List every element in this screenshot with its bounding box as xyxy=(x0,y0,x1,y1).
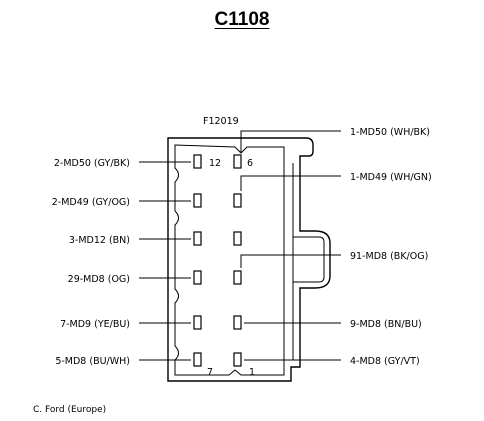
copyright-note: C. Ford (Europe) xyxy=(33,405,106,415)
wire-label-left: 29-MD8 (OG) xyxy=(68,274,130,285)
wire-label-left: 3-MD12 (BN) xyxy=(69,235,130,246)
wire-label-right: 1-MD50 (WH/BK) xyxy=(350,127,430,138)
wire-label-left: 2-MD49 (GY/OG) xyxy=(52,197,130,208)
connector-title: C1108 xyxy=(214,9,270,30)
cavity-number-12: 12 xyxy=(209,158,221,169)
pin-cavity-2 xyxy=(233,315,242,330)
wire-label-left: 7-MD9 (YE/BU) xyxy=(60,319,130,330)
cavity-number-1: 1 xyxy=(249,367,255,378)
wire-label-right: 91-MD8 (BK/OG) xyxy=(350,251,428,262)
wire-label-left: 5-MD8 (BU/WH) xyxy=(55,356,130,367)
pin-cavity-9 xyxy=(193,270,202,285)
leader-line xyxy=(240,175,341,191)
pin-cavity-5 xyxy=(233,193,242,208)
part-number: F12019 xyxy=(203,116,239,127)
connector-housing-outline xyxy=(167,137,331,382)
pin-cavity-8 xyxy=(193,315,202,330)
pin-cavity-12 xyxy=(193,154,202,169)
leader-line xyxy=(240,254,341,268)
pin-cavity-10 xyxy=(193,231,202,246)
wire-label-right: 1-MD49 (WH/GN) xyxy=(350,172,432,183)
title-block: C1108 xyxy=(0,9,484,31)
pin-cavity-1 xyxy=(233,352,242,367)
wire-label-left: 2-MD50 (GY/BK) xyxy=(54,158,130,169)
pin-cavity-3 xyxy=(233,270,242,285)
cavity-number-7: 7 xyxy=(207,367,213,378)
locking-latch xyxy=(292,163,325,360)
wire-label-right: 4-MD8 (GY/VT) xyxy=(350,356,420,367)
cavity-number-6: 6 xyxy=(247,158,253,169)
leader-line xyxy=(240,130,341,152)
pin-cavity-7 xyxy=(193,352,202,367)
pin-cavity-4 xyxy=(233,231,242,246)
pin-cavity-11 xyxy=(193,193,202,208)
wire-label-right: 9-MD8 (BN/BU) xyxy=(350,319,422,330)
connector-housing-inner xyxy=(174,144,285,376)
pin-cavity-6 xyxy=(233,154,242,169)
